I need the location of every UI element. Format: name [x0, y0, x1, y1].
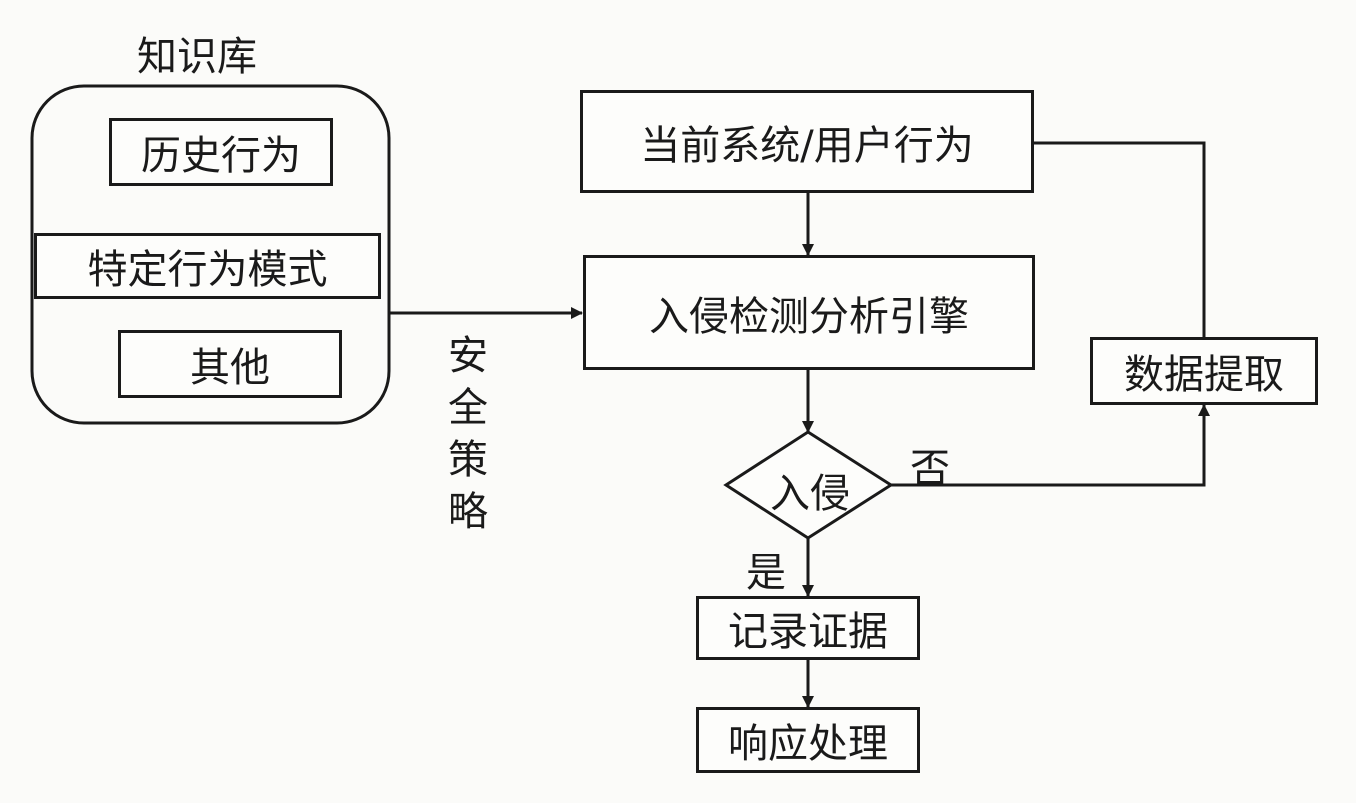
policy-char: 全 [448, 385, 488, 431]
current-behavior-box: 当前系统/用户行为 [580, 90, 1034, 193]
response-box: 响应处理 [696, 707, 920, 773]
record-evidence-box: 记录证据 [696, 596, 920, 660]
extract-loop-line [1034, 141, 1206, 337]
policy-char: 略 [448, 489, 488, 535]
policy-char: 安 [448, 333, 488, 379]
knowledge-base-container [30, 84, 391, 425]
no-arrow [891, 404, 1210, 487]
kb-item-pattern: 特定行为模式 [34, 233, 381, 299]
knowledge-base-title: 知识库 [137, 34, 257, 80]
decision-label: 入侵 [770, 471, 850, 517]
data-extraction-box: 数据提取 [1090, 337, 1318, 405]
kb-item-history: 历史行为 [109, 118, 333, 186]
no-label: 否 [910, 446, 950, 492]
yes-label: 是 [746, 550, 786, 596]
kb-item-other: 其他 [118, 330, 342, 398]
detection-engine-box: 入侵检测分析引擎 [583, 255, 1035, 370]
policy-char: 策 [448, 437, 488, 483]
security-policy-label: 安 全 策 略 [446, 330, 490, 538]
